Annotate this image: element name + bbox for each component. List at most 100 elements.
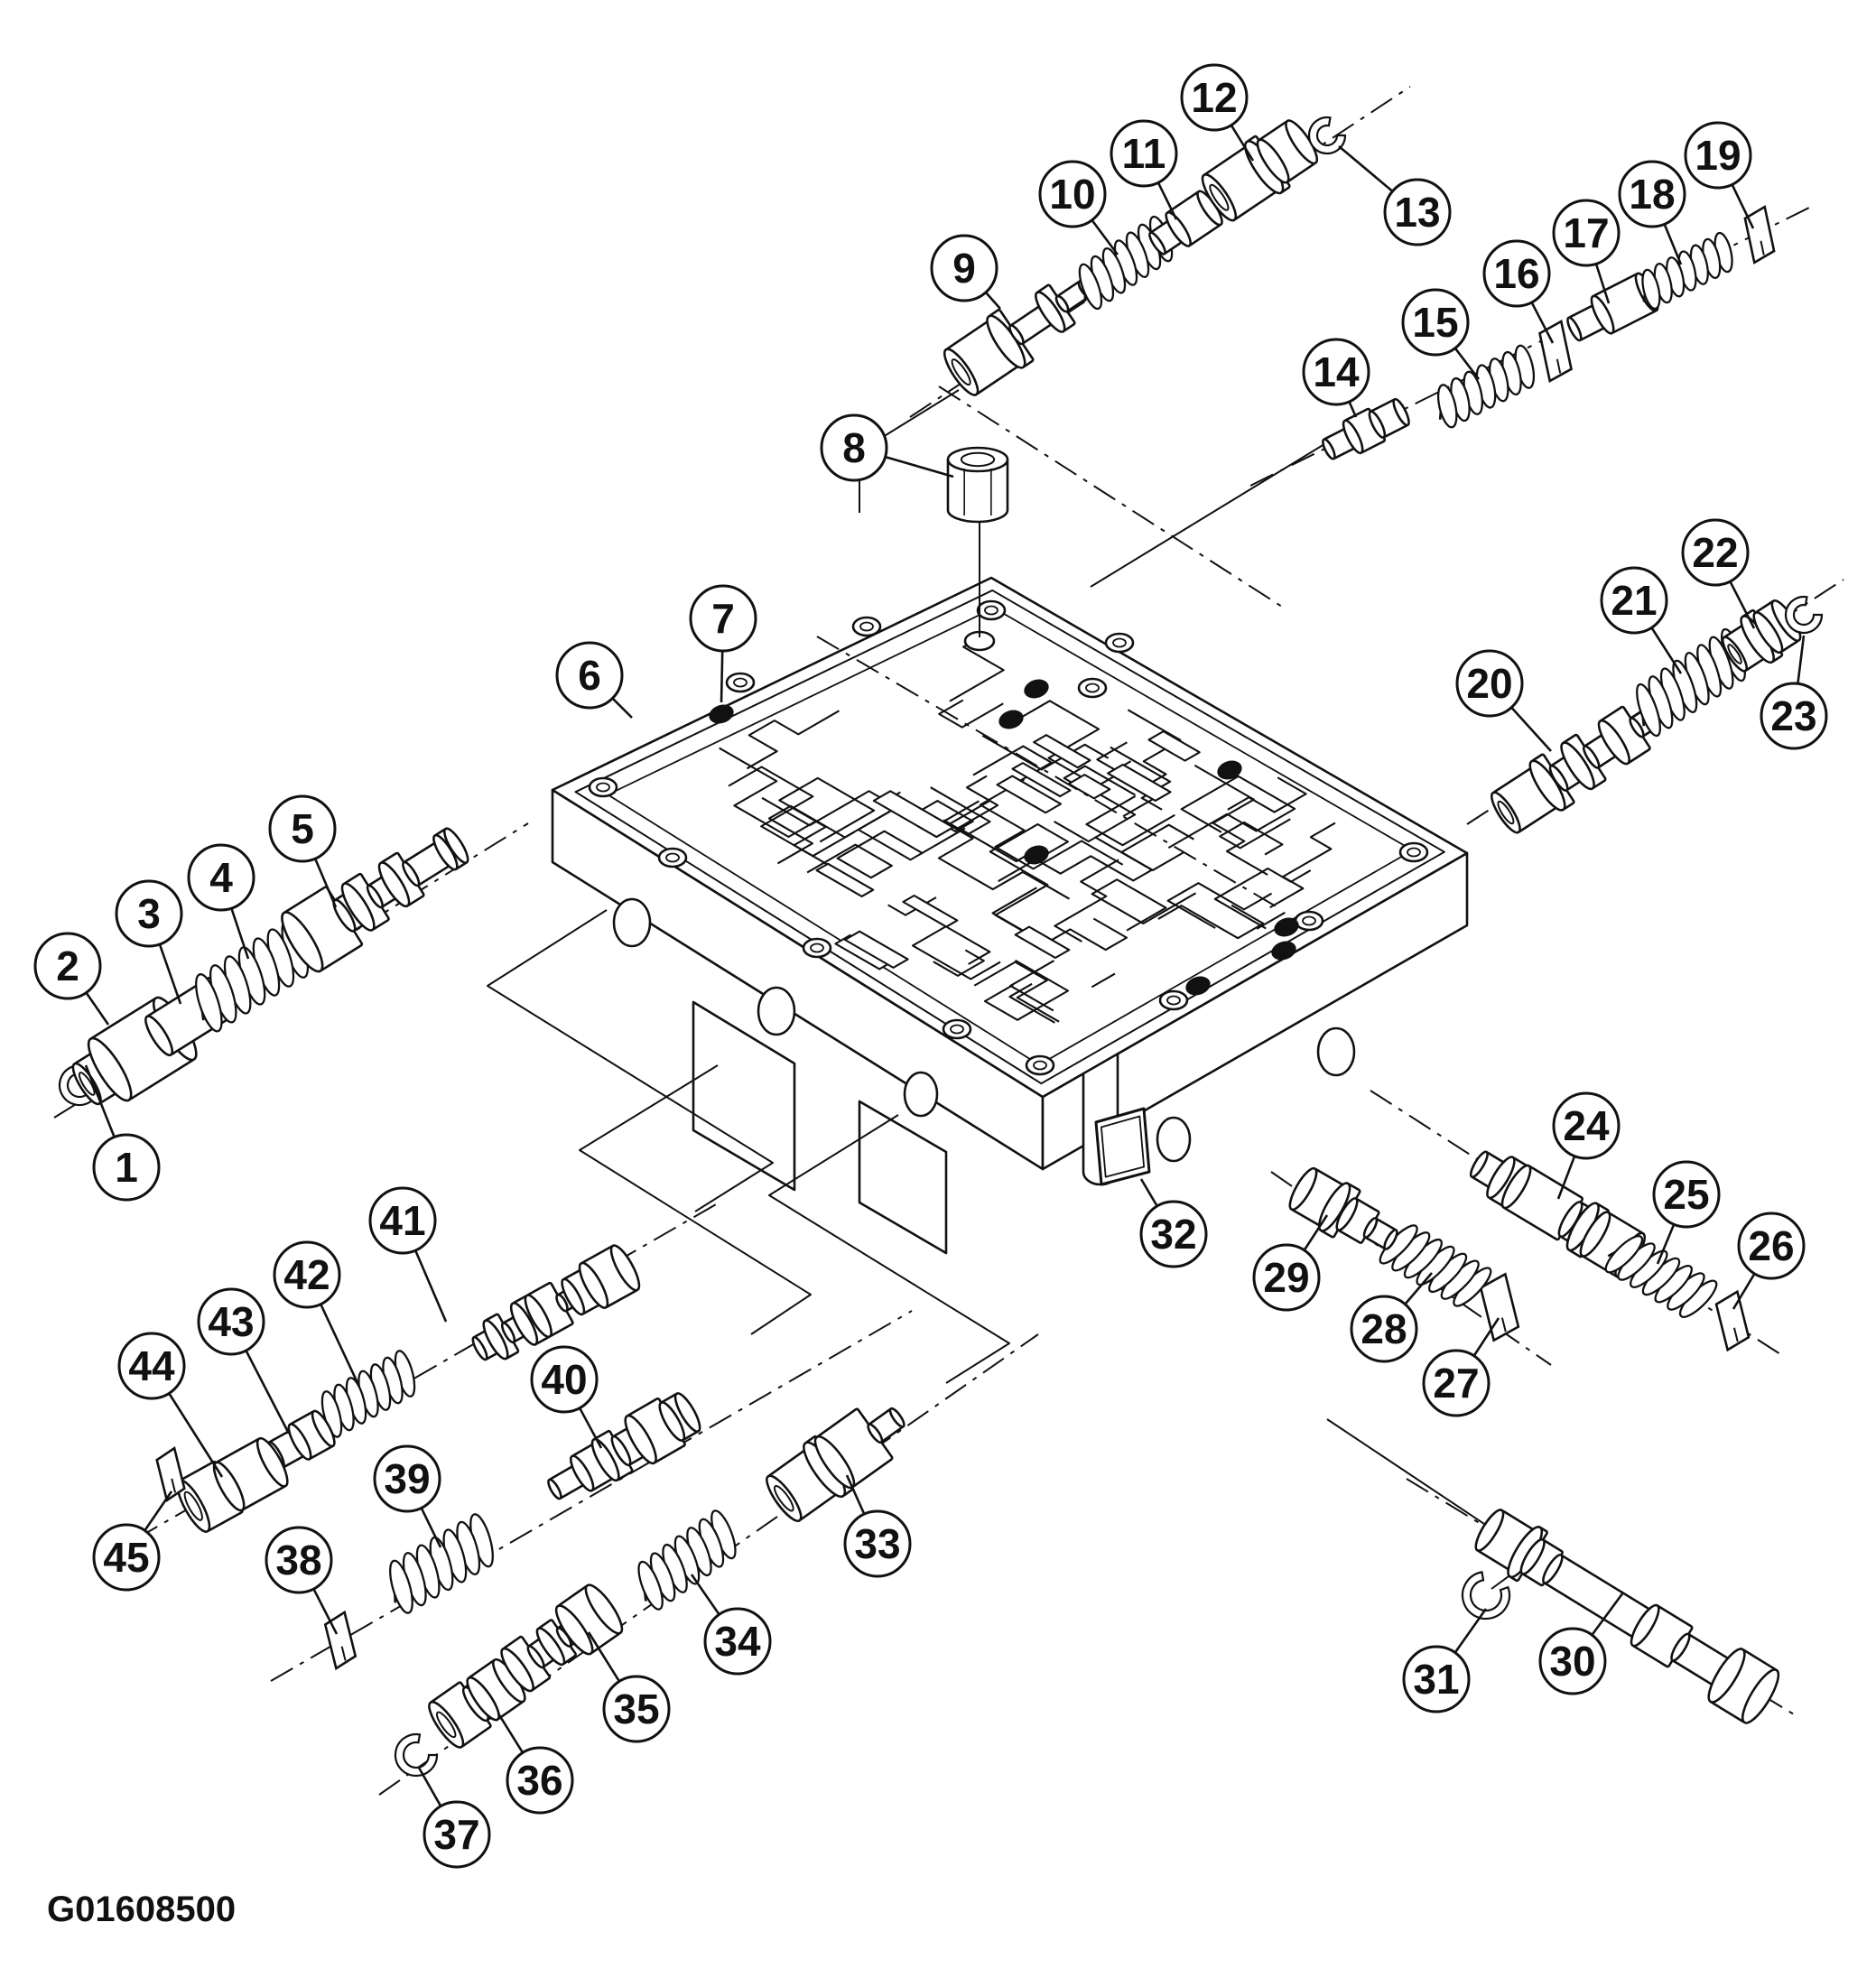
bolt-hole-inner <box>984 605 998 616</box>
callouts: 1234567891011121314151617181920212223242… <box>33 63 1828 1869</box>
bolt-hole-inner <box>1407 847 1421 858</box>
callout-circle <box>1401 288 1470 357</box>
callout-number: 21 <box>1611 577 1657 624</box>
bolt-hole-inner <box>859 621 874 632</box>
callout-circle <box>265 1526 333 1594</box>
valve-33 <box>766 1407 905 1522</box>
check-ball <box>1024 845 1049 865</box>
callout-13: 13 <box>1338 145 1452 246</box>
callout-leader <box>1729 581 1756 629</box>
callout-number: 45 <box>103 1534 149 1581</box>
callout-circle <box>1402 1645 1471 1713</box>
callout-circle <box>1302 338 1370 406</box>
callout-number: 14 <box>1313 348 1360 395</box>
valve-body-foot <box>858 1100 948 1255</box>
routing-line <box>1326 1418 1501 1536</box>
callout-number: 8 <box>842 424 866 471</box>
callout-number: 18 <box>1629 171 1675 218</box>
callout-27: 27 <box>1422 1317 1500 1417</box>
callout-circle <box>273 1240 341 1309</box>
callout-leader <box>1473 1317 1500 1356</box>
callout-number: 43 <box>208 1298 254 1345</box>
callout-circle <box>1482 239 1551 308</box>
callout-leader <box>168 1393 224 1478</box>
callout-number: 35 <box>613 1685 659 1732</box>
axis-centerline <box>816 636 1278 908</box>
retainer-plate-45 <box>155 1446 186 1502</box>
spring-10 <box>1078 215 1174 311</box>
callout-38: 38 <box>265 1526 339 1635</box>
callout-15: 15 <box>1401 288 1481 380</box>
callout-number: 44 <box>128 1342 175 1389</box>
callout-43: 43 <box>197 1287 291 1435</box>
callout-19: 19 <box>1684 121 1755 229</box>
callout-number: 42 <box>283 1251 330 1298</box>
callout-5: 5 <box>268 794 338 908</box>
callout-leader <box>1595 264 1611 304</box>
callout-circle <box>1422 1349 1491 1417</box>
callout-circle <box>92 1133 161 1202</box>
callout-number: 20 <box>1466 660 1512 707</box>
callout-1: 1 <box>84 1064 161 1202</box>
callout-leader <box>1091 219 1119 255</box>
callout-26: 26 <box>1732 1212 1806 1310</box>
callout-circle <box>115 879 183 948</box>
retainer-clip-37 <box>394 1732 439 1778</box>
callout-circle <box>689 584 757 653</box>
callout-leader <box>1510 707 1552 752</box>
callout-leader <box>1530 302 1555 344</box>
axis-centerline <box>270 1310 913 1682</box>
figure-code: G01608500 <box>47 1890 236 1929</box>
callout-number: 38 <box>275 1537 321 1583</box>
callout-circle <box>1139 1200 1208 1268</box>
callout-9: 9 <box>930 234 1001 310</box>
callout-circle <box>1684 121 1752 190</box>
callout-circle <box>92 1523 161 1592</box>
callout-14: 14 <box>1302 338 1370 418</box>
check-ball <box>1024 679 1049 699</box>
callout-number: 37 <box>433 1811 479 1858</box>
callout-circle <box>1455 649 1524 718</box>
callout-number: 23 <box>1770 692 1816 739</box>
callout-circle <box>1110 119 1178 188</box>
callout-number: 39 <box>384 1455 430 1502</box>
callout-leader <box>1797 635 1806 683</box>
callout-18: 18 <box>1618 160 1686 265</box>
callout-circle <box>602 1675 671 1743</box>
callout-leader <box>1231 125 1255 162</box>
callout-leader <box>85 992 110 1026</box>
callout-34: 34 <box>690 1574 772 1676</box>
callout-number: 12 <box>1191 74 1237 121</box>
callout-circle <box>1618 160 1686 228</box>
callout-17: 17 <box>1552 199 1621 304</box>
callout-24: 24 <box>1552 1091 1621 1200</box>
callout-number: 34 <box>714 1618 761 1665</box>
callout-leader <box>1656 1224 1676 1265</box>
valve-body-foot <box>692 1000 796 1192</box>
bolt-hole-inner <box>1085 683 1100 693</box>
callout-41: 41 <box>368 1186 448 1323</box>
callout-leader <box>690 1574 720 1615</box>
e-clip-31 <box>1461 1571 1511 1620</box>
valve-5 <box>281 827 469 973</box>
bolt-hole-inner <box>950 1024 964 1035</box>
callout-leader <box>320 1304 361 1388</box>
callout-leader <box>312 1589 339 1635</box>
callout-number: 16 <box>1493 250 1539 297</box>
check-ball <box>1274 917 1299 937</box>
callout-circle <box>187 843 255 912</box>
callout-number: 4 <box>209 854 233 901</box>
piston-11 <box>1148 190 1223 255</box>
callout-3: 3 <box>115 879 183 1005</box>
retainer-clip-13 <box>1307 116 1347 155</box>
callout-circle <box>530 1345 599 1414</box>
callout-22: 22 <box>1681 518 1756 629</box>
callout-23: 23 <box>1760 635 1828 750</box>
bolt-hole-inner <box>1302 915 1316 926</box>
bolt-hole-inner <box>733 677 748 688</box>
valve-bore-hole <box>1316 1026 1356 1077</box>
callout-number: 22 <box>1692 529 1738 576</box>
callout-11: 11 <box>1110 119 1178 220</box>
piston-14 <box>1322 397 1410 460</box>
